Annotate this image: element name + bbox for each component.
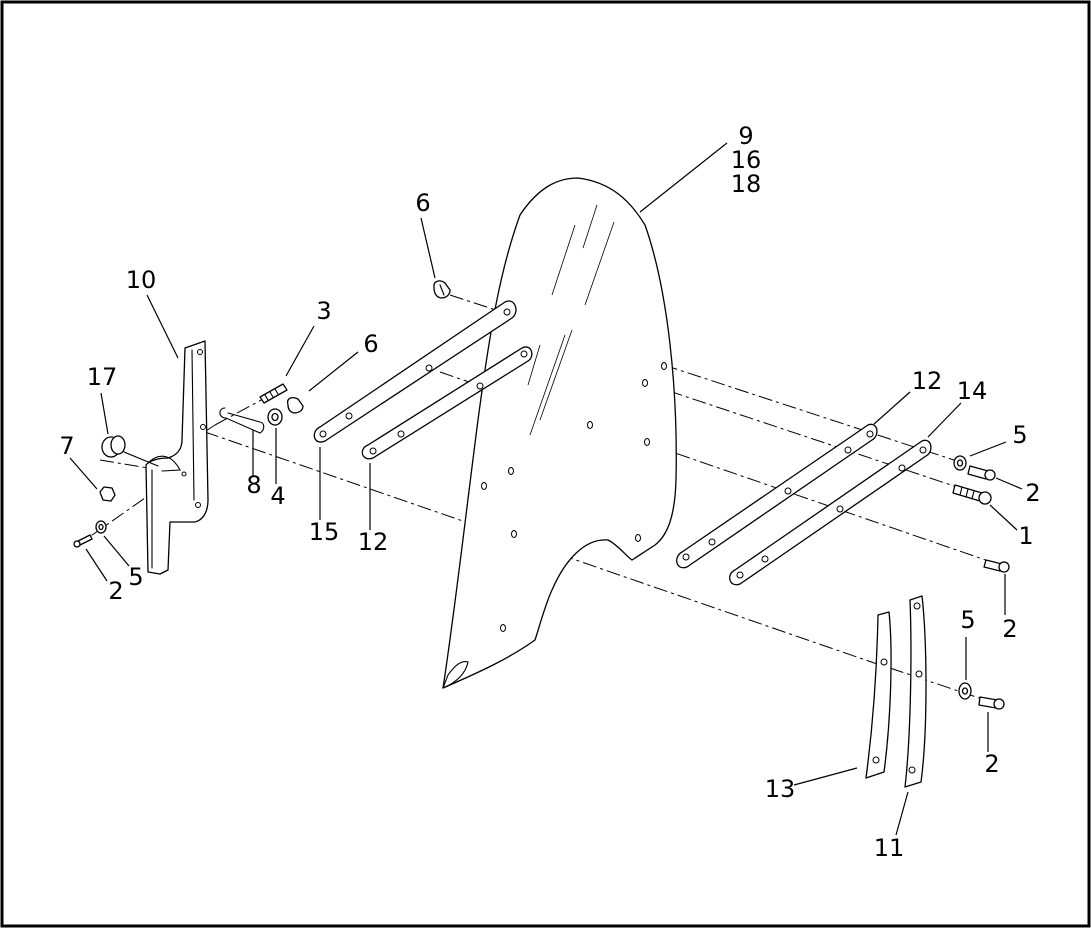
callout-7: 7 bbox=[59, 432, 74, 460]
screw-left bbox=[73, 534, 93, 548]
callout-2-right-lower: 2 bbox=[984, 750, 999, 778]
left-outer-strip bbox=[313, 300, 517, 443]
callout-2-right-top: 2 bbox=[1025, 479, 1040, 507]
screw-right-top bbox=[967, 465, 996, 481]
callout-5-left: 5 bbox=[128, 563, 143, 591]
callout-2-left: 2 bbox=[108, 577, 123, 605]
callout-3: 3 bbox=[316, 297, 331, 325]
callout-6-top: 6 bbox=[415, 189, 430, 217]
mounting-stud bbox=[259, 383, 288, 404]
washer-right-lower bbox=[958, 682, 972, 700]
callout-13: 13 bbox=[765, 775, 796, 803]
washer-4 bbox=[267, 408, 283, 426]
callout-12-right: 12 bbox=[912, 367, 943, 395]
callout-17: 17 bbox=[87, 363, 118, 391]
callout-16: 16 bbox=[731, 146, 762, 174]
washer-left bbox=[95, 520, 107, 534]
callout-4: 4 bbox=[270, 482, 285, 510]
callout-8: 8 bbox=[246, 471, 261, 499]
lower-rear-strip bbox=[904, 595, 927, 788]
callout-11: 11 bbox=[874, 834, 905, 862]
long-bolt bbox=[952, 484, 992, 505]
acorn-nut-side bbox=[286, 397, 304, 414]
mounting-bracket bbox=[145, 340, 209, 575]
callout-2-right-middle: 2 bbox=[1002, 615, 1017, 643]
callout-6-side: 6 bbox=[363, 330, 378, 358]
right-upper-strip bbox=[676, 423, 878, 569]
leader-lines bbox=[69, 142, 1023, 836]
washer-right-top bbox=[953, 455, 967, 471]
grommet bbox=[101, 435, 159, 467]
callout-15: 15 bbox=[309, 518, 340, 546]
right-lower-strip bbox=[729, 439, 932, 586]
spring-clip bbox=[219, 407, 265, 434]
hex-nut bbox=[99, 486, 116, 502]
callout-5-right-lower: 5 bbox=[960, 606, 975, 634]
callout-9: 9 bbox=[738, 122, 753, 150]
lower-front-strip bbox=[865, 611, 892, 779]
acorn-nut-top bbox=[433, 280, 451, 299]
callout-10: 10 bbox=[126, 266, 157, 294]
callout-5-right-top: 5 bbox=[1012, 421, 1027, 449]
callout-18: 18 bbox=[731, 170, 762, 198]
callout-1: 1 bbox=[1018, 522, 1033, 550]
screw-right-lower bbox=[978, 696, 1005, 710]
callout-12-left: 12 bbox=[358, 528, 389, 556]
callout-labels: 9 16 18 6 10 3 6 17 7 8 4 15 12 2 5 12 1… bbox=[59, 122, 1040, 862]
screw-right-middle bbox=[983, 559, 1010, 573]
callout-14: 14 bbox=[957, 377, 988, 405]
left-inner-strip bbox=[361, 346, 533, 460]
